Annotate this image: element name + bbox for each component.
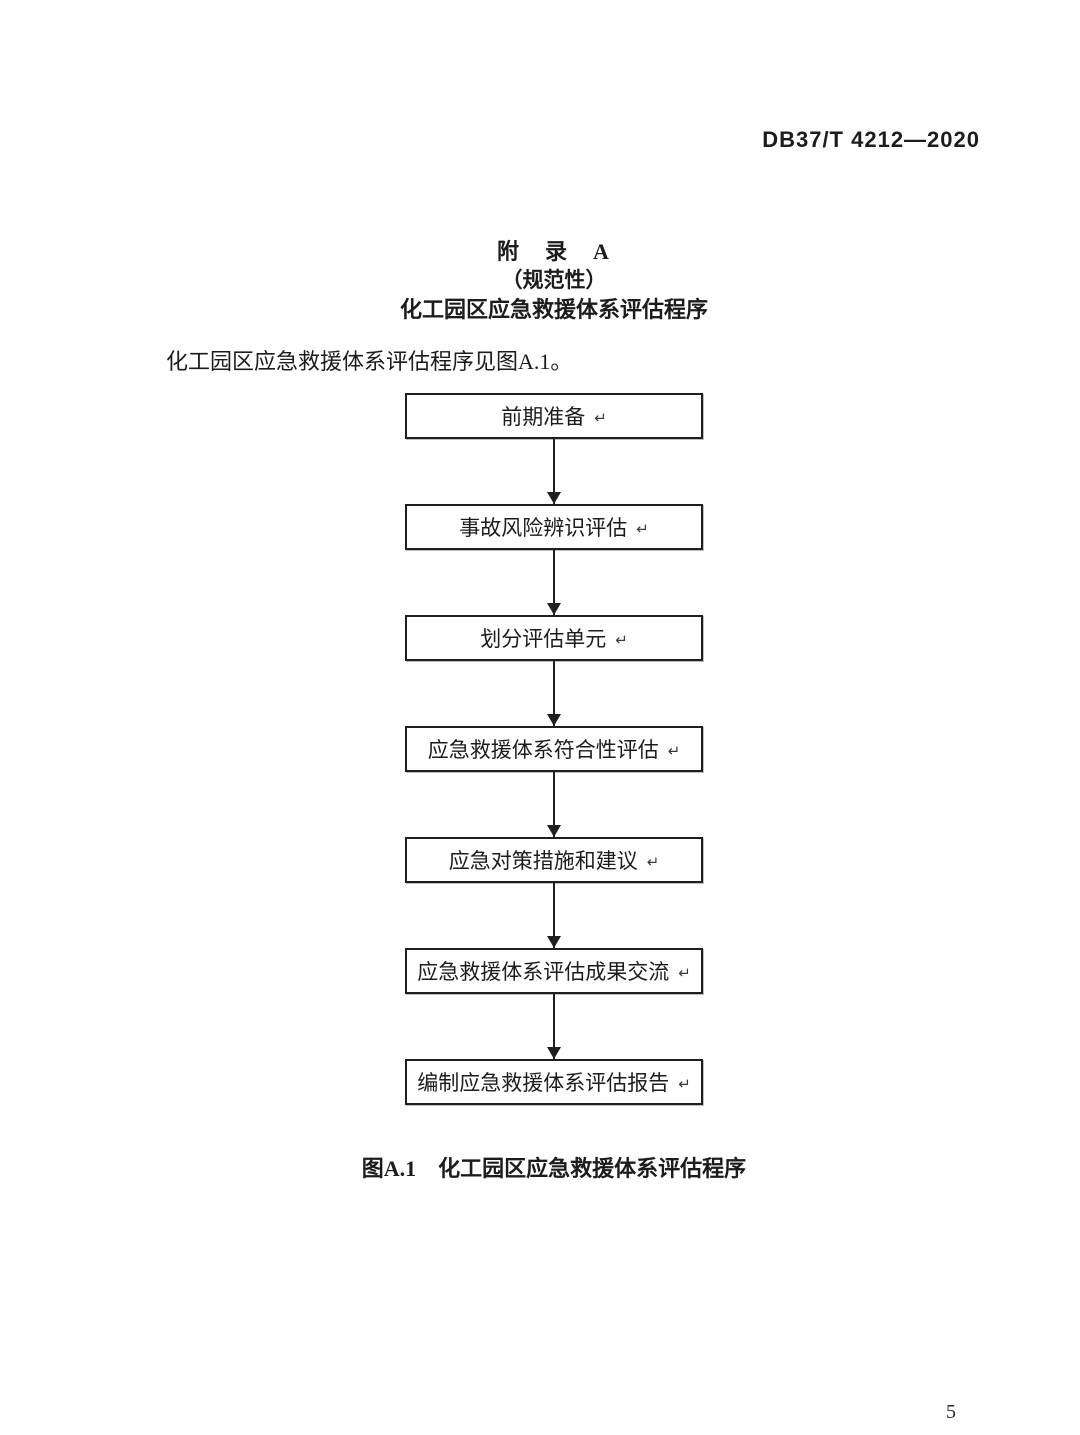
flow-step-label: 编制应急救援体系评估报告 (417, 1071, 670, 1095)
flow-step-countermeasures: 应急对策措施和建议 ↵ (405, 837, 703, 883)
arrow-down-icon (553, 550, 555, 615)
intro-paragraph: 化工园区应急救援体系评估程序见图A.1。 (166, 349, 573, 374)
flow-step-label: 前期准备 (501, 405, 586, 429)
return-mark-icon: ↵ (678, 964, 691, 982)
appendix-subtitle: 化工园区应急救援体系评估程序 (399, 297, 708, 322)
arrow-down-icon (553, 994, 555, 1059)
flow-step-label: 应急救援体系评估成果交流 (417, 960, 670, 984)
figure-caption: 图A.1 化工园区应急救援体系评估程序 (361, 1156, 747, 1181)
flow-step-risk-identification: 事故风险辨识评估 ↵ (405, 504, 703, 550)
flow-step-label: 应急救援体系符合性评估 (427, 738, 659, 762)
return-mark-icon: ↵ (594, 409, 607, 427)
flow-step-preparation: 前期准备 ↵ (405, 393, 703, 439)
flow-step-results-exchange: 应急救援体系评估成果交流 ↵ (405, 948, 703, 994)
flow-step-report-compilation: 编制应急救援体系评估报告 ↵ (405, 1059, 703, 1105)
appendix-normative-label: （规范性） (501, 268, 607, 292)
arrow-down-icon (553, 439, 555, 504)
page-number: 5 (946, 1401, 956, 1423)
flow-step-label: 划分评估单元 (480, 627, 607, 651)
flow-step-label: 应急对策措施和建议 (448, 849, 638, 873)
appendix-title: 附 录 A (497, 239, 611, 264)
arrow-down-icon (553, 772, 555, 837)
flow-step-unit-division: 划分评估单元 ↵ (405, 615, 703, 661)
flow-step-conformity-evaluation: 应急救援体系符合性评估 ↵ (405, 726, 703, 772)
return-mark-icon: ↵ (636, 520, 649, 538)
arrow-down-icon (553, 883, 555, 948)
return-mark-icon: ↵ (667, 742, 681, 760)
arrow-down-icon (553, 661, 555, 726)
return-mark-icon: ↵ (646, 853, 660, 871)
flowchart: 前期准备 ↵ 事故风险辨识评估 ↵ 划分评估单元 ↵ 应急救援体系符合性评估 ↵… (405, 393, 703, 1105)
doc-number: DB37/T 4212—2020 (762, 127, 980, 152)
return-mark-icon: ↵ (678, 1075, 691, 1093)
appendix-title-block: 附 录 A （规范性） 化工园区应急救援体系评估程序 (140, 237, 968, 324)
flow-step-label: 事故风险辨识评估 (459, 516, 628, 540)
return-mark-icon: ↵ (615, 631, 628, 649)
